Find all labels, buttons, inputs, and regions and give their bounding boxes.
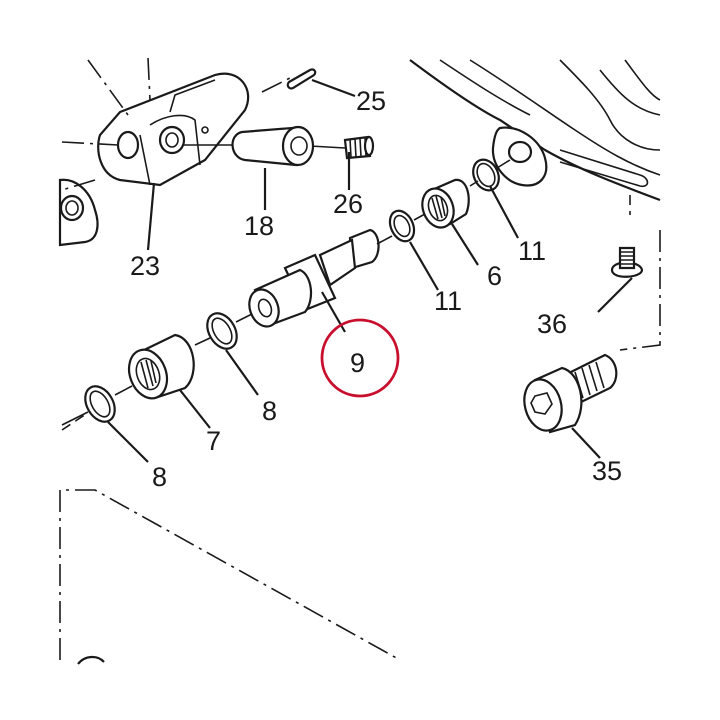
assembly-axis — [61, 159, 511, 426]
part-7-bearing — [127, 333, 195, 400]
part-25-pin — [286, 68, 317, 90]
label-7: 7 — [206, 426, 221, 456]
part-6-bearing — [421, 178, 470, 229]
label-25: 25 — [356, 86, 386, 116]
part-8-washer-left — [84, 385, 116, 423]
highlight-circle — [320, 318, 400, 398]
frame-housing — [409, 59, 661, 215]
part-26-screw — [343, 135, 375, 160]
part-8-washer-middle — [206, 312, 238, 350]
center-lines — [59, 57, 661, 661]
part-18-shaft — [231, 125, 315, 167]
label-11-lower: 11 — [434, 286, 462, 316]
label-11-upper: 11 — [518, 236, 546, 266]
part-35-bolt — [523, 353, 618, 434]
label-8-left: 8 — [152, 462, 167, 492]
label-36: 36 — [537, 309, 567, 339]
label-26: 26 — [333, 189, 363, 219]
label-23: 23 — [130, 251, 160, 281]
part-9-shaft — [248, 228, 380, 328]
left-partial-part — [58, 178, 99, 247]
part-23-bracket — [97, 72, 250, 187]
label-35: 35 — [592, 456, 622, 486]
label-8-middle: 8 — [262, 396, 277, 426]
bottom-partial-arc — [77, 655, 105, 665]
label-18: 18 — [244, 211, 274, 241]
part-11-washer-lower — [388, 209, 416, 243]
label-9: 9 — [350, 348, 365, 378]
leader-lines — [107, 78, 633, 463]
label-6: 6 — [487, 261, 502, 291]
part-36-screw — [610, 246, 644, 278]
